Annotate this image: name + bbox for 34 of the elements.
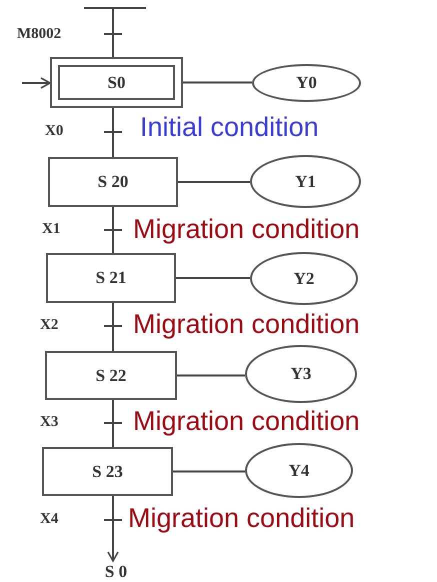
- step-box: S 23: [42, 447, 173, 496]
- output-ellipse: Y1: [250, 155, 361, 208]
- condition-note: Migration condition: [133, 311, 360, 338]
- transition-label: X0: [45, 124, 64, 139]
- output-ellipse: Y0: [252, 64, 361, 102]
- output-ellipse: Y4: [245, 443, 353, 498]
- connector-line: [112, 400, 114, 447]
- initial-step-box: S0: [50, 57, 183, 108]
- transition-label: M8002: [17, 27, 62, 42]
- connector-line: [112, 303, 114, 351]
- connector-line: [177, 374, 245, 376]
- connector-line: [178, 181, 250, 183]
- initial-condition-note: Initial condition: [140, 114, 319, 141]
- transition-label: X1: [42, 222, 60, 237]
- condition-note: Migration condition: [128, 505, 355, 532]
- step-box: S 22: [45, 351, 177, 400]
- connector-line: [173, 470, 245, 472]
- connector-line: [112, 207, 114, 253]
- condition-note: Migration condition: [133, 216, 360, 243]
- output-ellipse: Y2: [250, 252, 358, 305]
- step-box: S 21: [46, 253, 176, 303]
- condition-note: Migration condition: [133, 408, 360, 435]
- arrow: [22, 77, 51, 89]
- transition-label: X4: [40, 512, 58, 527]
- transition-label: X2: [40, 318, 58, 333]
- connector-line: [183, 82, 252, 84]
- connector-line: [112, 108, 114, 157]
- step-box: S 20: [48, 157, 178, 207]
- output-ellipse: Y3: [245, 345, 357, 403]
- transition-label: X3: [40, 415, 58, 430]
- step-reference-label: S 0: [94, 561, 138, 582]
- connector-line: [112, 9, 114, 57]
- connector-line: [176, 277, 250, 279]
- arrow: [107, 496, 119, 562]
